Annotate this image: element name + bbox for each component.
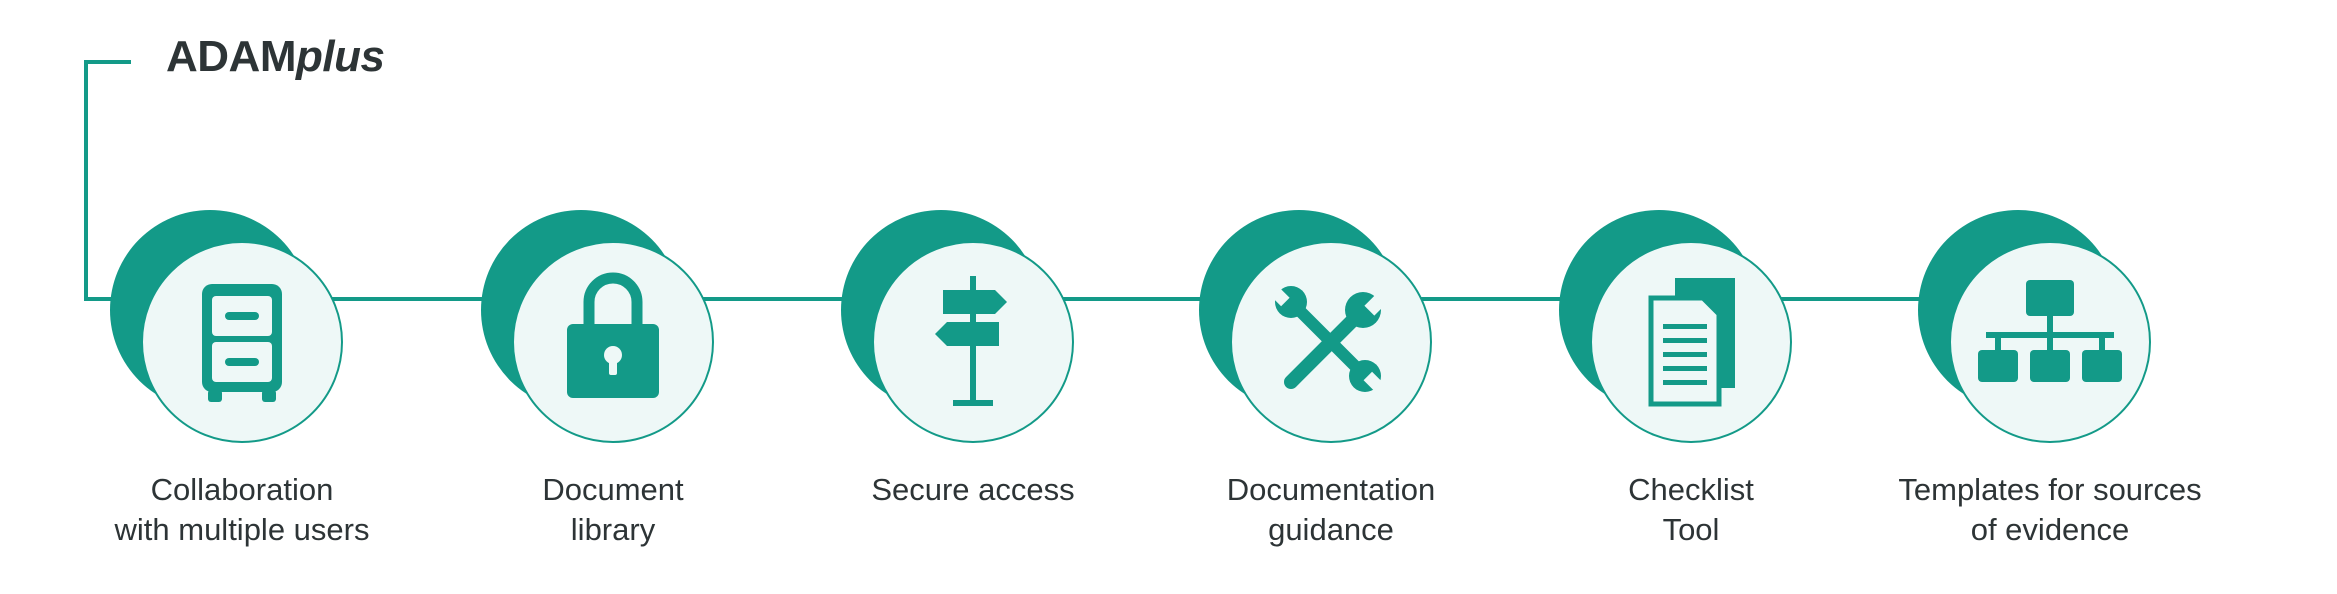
feature-label-line: Collaboration [150, 472, 334, 507]
feature-label-documentation-guidance: Documentation guidance [1121, 470, 1541, 550]
feature-label-line: Templates for sources [1898, 472, 2202, 507]
feature-label-line: Checklist [1628, 472, 1754, 507]
feature-node-templates [1918, 210, 2151, 443]
feature-label-collaboration: Collaboration with multiple users [32, 470, 452, 550]
feature-label-line: library [570, 512, 656, 547]
feature-label-secure-access: Secure access [763, 470, 1183, 510]
feature-label-line: Secure access [871, 472, 1075, 507]
feature-label-templates: Templates for sources of evidence [1840, 470, 2260, 550]
title-main: ADAM [166, 32, 296, 81]
feature-node-document-library [481, 210, 714, 443]
filing-cabinet-icon [202, 284, 282, 402]
feature-node-secure-access [841, 210, 1074, 443]
feature-node-documentation-guidance [1199, 210, 1432, 443]
feature-label-line: with multiple users [114, 512, 370, 547]
wrench-tools-icon [1266, 283, 1390, 395]
feature-label-line: Documentation [1226, 472, 1436, 507]
feature-label-line: Tool [1662, 512, 1720, 547]
feature-label-line: guidance [1268, 512, 1394, 547]
documents-icon [1648, 278, 1735, 407]
padlock-icon [567, 272, 659, 398]
feature-node-collaboration [110, 210, 343, 443]
signpost-icon [935, 276, 1007, 406]
page-title: ADAMplus [166, 32, 385, 82]
feature-label-checklist-tool: Checklist Tool [1481, 470, 1901, 550]
feature-node-checklist-tool [1559, 210, 1792, 443]
feature-label-document-library: Document library [403, 470, 823, 550]
title-italic: plus [295, 32, 385, 81]
feature-label-line: Document [542, 472, 684, 507]
feature-label-line: of evidence [1970, 512, 2130, 547]
hierarchy-icon [1978, 280, 2122, 382]
